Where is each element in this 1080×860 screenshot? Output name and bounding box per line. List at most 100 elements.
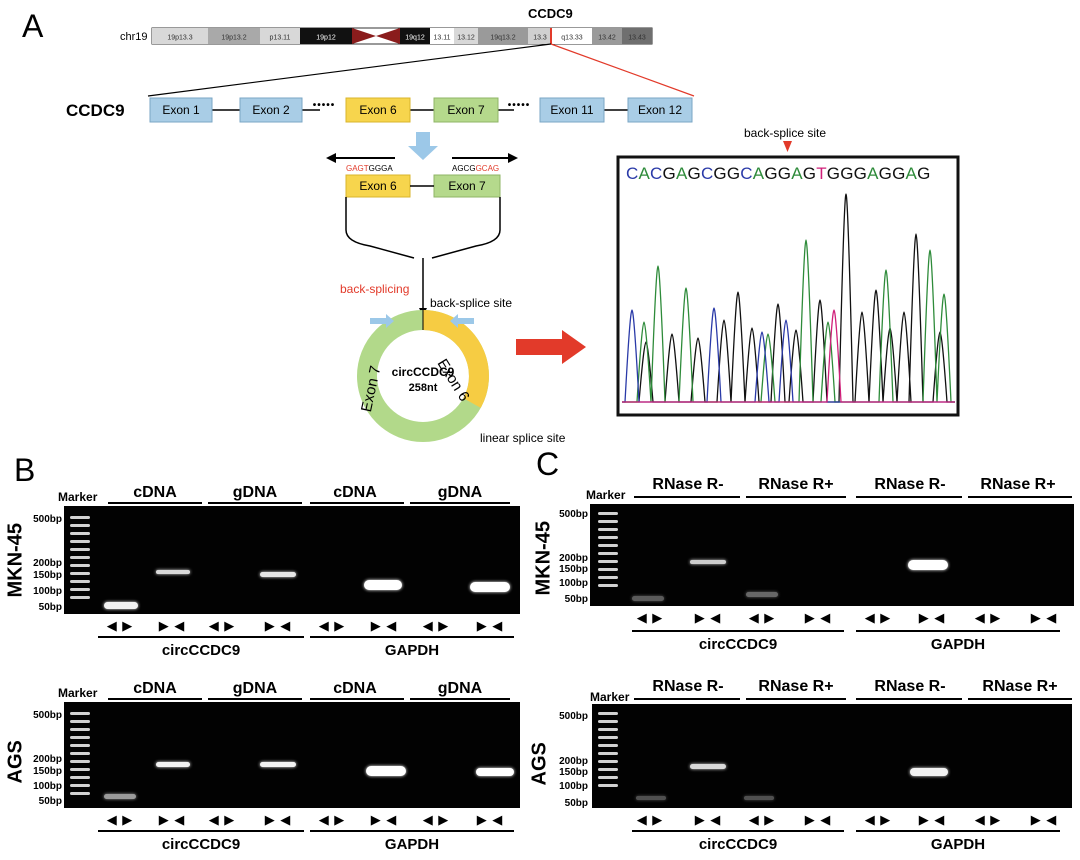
gel-band: [910, 768, 948, 776]
b-bottom-header-cdna-1: cDNA: [133, 680, 177, 697]
ladder-band: [598, 536, 618, 539]
ladder-band: [70, 580, 90, 583]
c-top-arrows-7: ◀ ▶: [974, 610, 1002, 625]
gel-band: [260, 762, 296, 767]
ladder-band: [70, 728, 90, 731]
red-arrow-icon: [516, 330, 586, 364]
gel-band: [364, 580, 402, 590]
sequence-base: T: [816, 164, 827, 183]
c-bottom-arrows-2: ▶ ◀: [694, 812, 722, 827]
c-top-arrows-2: ▶ ◀: [694, 610, 722, 625]
chromosome-gene-label: CCDC9: [528, 6, 573, 21]
band-label: 19q12: [405, 35, 425, 42]
c-bottom-header-2: RNase R+: [758, 678, 834, 695]
ladder-band: [70, 776, 90, 779]
c-bottom-arrows-4: ▶ ◀: [804, 812, 832, 827]
band-label: p13.11: [270, 35, 291, 42]
c-bottom-arrows-3: ◀ ▶: [748, 812, 776, 827]
sequence-base: C: [740, 164, 753, 183]
band-label: 19q13.2: [490, 35, 515, 42]
c-bottom-gel: [592, 704, 1072, 808]
circ-length-label: 258nt: [408, 382, 438, 394]
ladder-band: [598, 544, 618, 547]
b-bottom-arrows-1: ◀ ▶: [106, 812, 134, 827]
sequence-base: A: [752, 164, 765, 183]
c-top-group-circ: circCCDC9: [698, 636, 778, 653]
band-label: 19p13.3: [167, 35, 192, 42]
b-bottom-arrows-7: ◀ ▶: [422, 812, 450, 827]
primer-left-seq: GAGTGGGA: [346, 164, 393, 173]
ladder-band: [598, 712, 618, 715]
gel-band: [746, 592, 778, 597]
ladder-band: [70, 760, 90, 763]
ladder-band: [598, 728, 618, 731]
band-label: 19p13.2: [221, 35, 246, 42]
chromosome-label: chr19: [120, 31, 148, 43]
c-top-arrows-1: ◀ ▶: [636, 610, 664, 625]
ladder-band: [70, 540, 90, 543]
band-label: 13.11: [434, 35, 451, 42]
c-bottom-size-50: 50bp: [564, 798, 588, 809]
gel-band: [632, 596, 664, 601]
exon-7-label: Exon 7: [447, 103, 485, 117]
c-bottom-size-200: 200bp: [559, 756, 588, 767]
back-splicing-label: back-splicing: [340, 282, 410, 296]
b-top-size-500: 500bp: [33, 514, 62, 525]
band-label: 13.42: [598, 35, 616, 42]
b-bottom-arrows-8: ▶ ◀: [476, 812, 504, 827]
gel-band: [690, 764, 726, 769]
band-label: 19p12: [316, 35, 336, 42]
exon-12-label: Exon 12: [637, 103, 683, 117]
ladder-band: [598, 760, 618, 763]
b-bottom-arrows-2: ▶ ◀: [158, 812, 186, 827]
b-bottom-arrows-6: ▶ ◀: [370, 812, 398, 827]
sequence-base: G: [840, 164, 854, 183]
ladder-band: [598, 528, 618, 531]
b-top-arrows-6: ▶ ◀: [370, 618, 398, 633]
sequence-base: G: [892, 164, 906, 183]
c-top-size-500: 500bp: [559, 509, 588, 520]
exon-6-label: Exon 6: [359, 103, 397, 117]
ladder-band: [70, 524, 90, 527]
panel-c-letter: C: [536, 446, 560, 482]
sequence-base: G: [878, 164, 893, 183]
b-top-size-200: 200bp: [33, 558, 62, 569]
b-top-group-gapdh: GAPDH: [384, 642, 440, 659]
b-top-header-gdna-1: gDNA: [232, 484, 278, 501]
c-bottom-header-3: RNase R-: [874, 678, 946, 695]
gene-dots-right: •••••: [507, 100, 531, 111]
b-bottom-header-gdna-2: gDNA: [437, 680, 483, 697]
ladder-band: [70, 792, 90, 795]
band-label: q13.33: [561, 35, 583, 42]
c-top-header-4: RNase R+: [980, 476, 1056, 493]
panel-a-letter: A: [22, 8, 44, 44]
ladder-band: [70, 784, 90, 787]
c-top-size-150: 150bp: [559, 564, 588, 575]
ladder-band: [70, 532, 90, 535]
b-top-arrows-5: ◀ ▶: [318, 618, 346, 633]
c-top-arrows-3: ◀ ▶: [748, 610, 776, 625]
b-top-arrows-1: ◀ ▶: [106, 618, 134, 633]
b-bottom-header-cdna-2: cDNA: [333, 680, 377, 697]
sequence-base: A: [638, 164, 651, 183]
b-bottom-size-50: 50bp: [38, 796, 62, 807]
b-top-arrows-2: ▶ ◀: [158, 618, 186, 633]
gene-structure: [149, 97, 693, 123]
ladder-band: [70, 744, 90, 747]
sequence-base: G: [713, 164, 727, 183]
ladder-band: [598, 520, 618, 523]
c-top-gel: [590, 504, 1074, 606]
b-top-size-50: 50bp: [38, 602, 62, 613]
c-bottom-arrows-8: ▶ ◀: [1030, 812, 1058, 827]
ladder-band: [598, 584, 618, 587]
c-top-group-gapdh: GAPDH: [930, 636, 986, 653]
exon-11-label: Exon 11: [550, 103, 594, 117]
c-bottom-marker-label: Marker: [590, 690, 630, 704]
sequence-base: A: [867, 164, 879, 183]
gel-band: [908, 560, 948, 570]
sequence-base: C: [626, 164, 639, 183]
b-bottom-gel: [64, 702, 520, 808]
ladder-band: [598, 576, 618, 579]
ladder-band: [70, 572, 90, 575]
down-arrow-icon: [408, 132, 438, 160]
